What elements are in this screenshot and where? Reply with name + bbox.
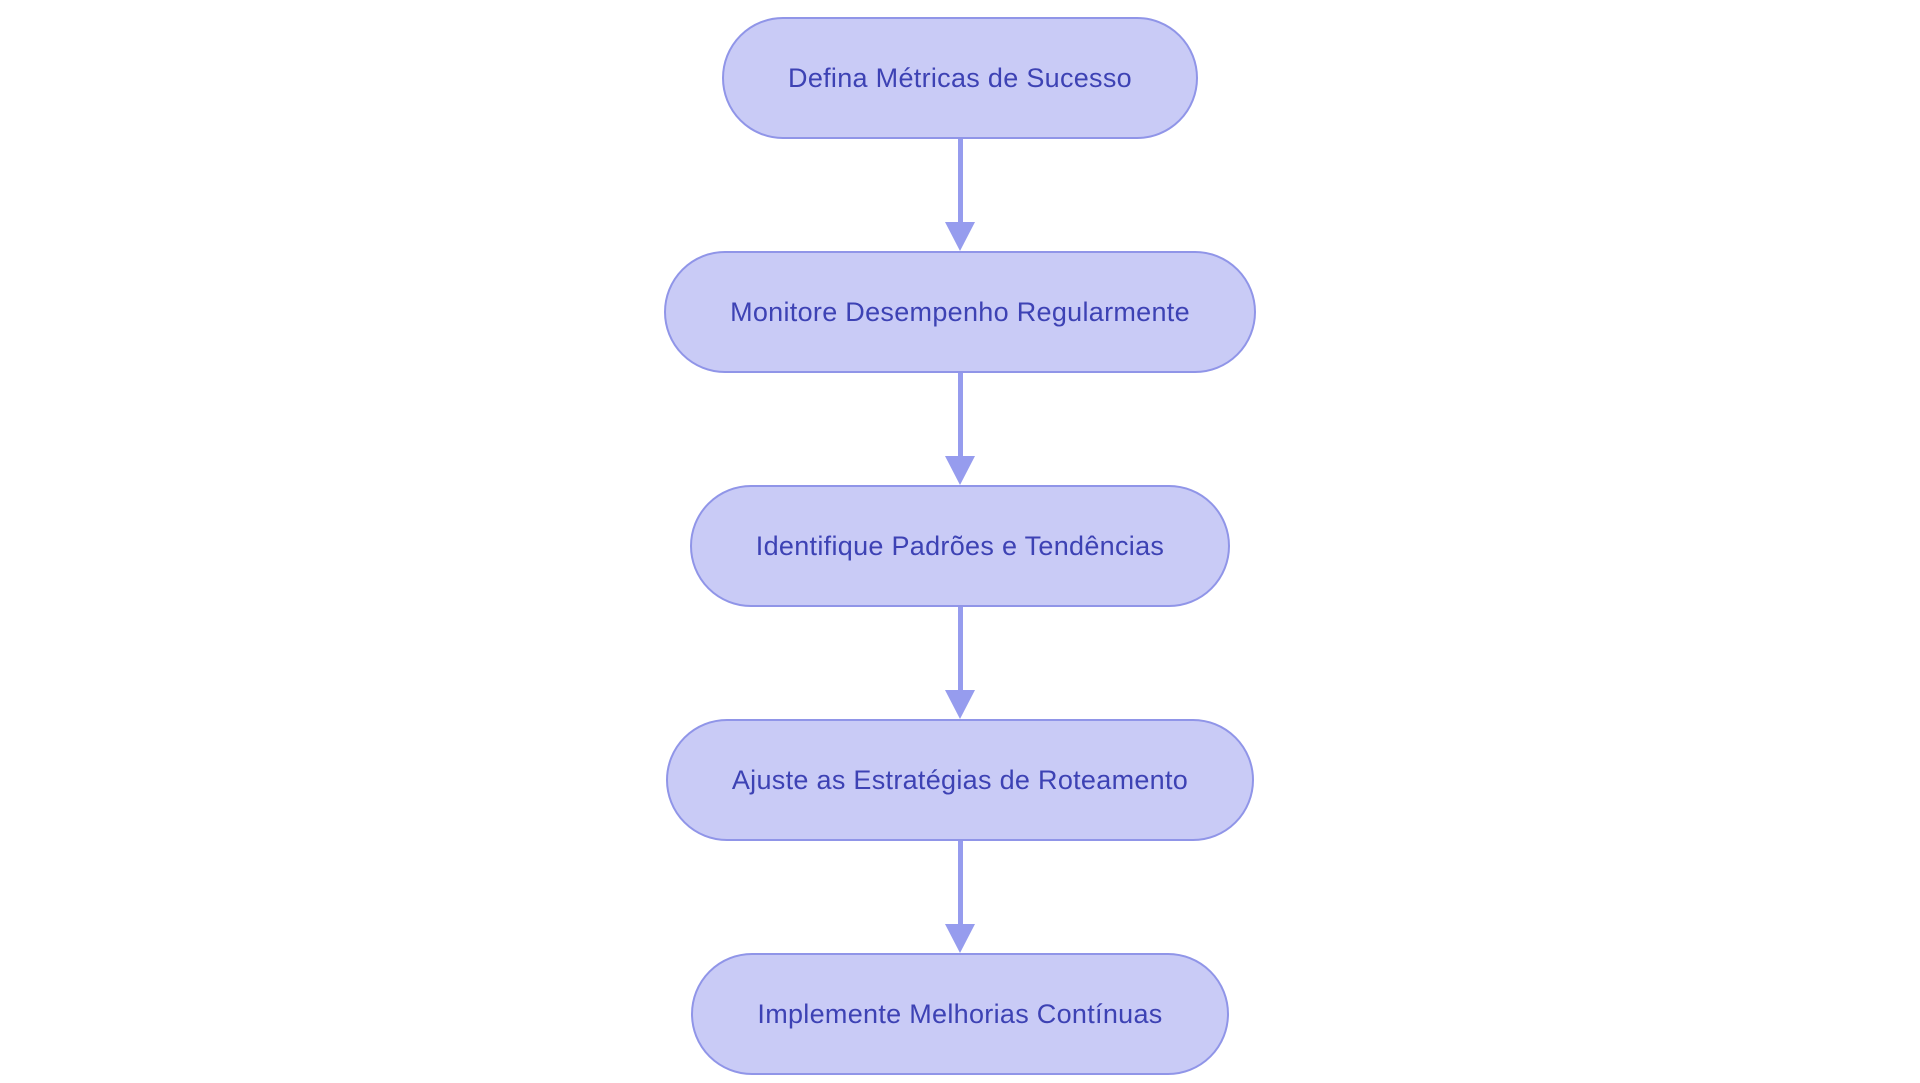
arrow-head bbox=[945, 222, 975, 251]
arrow-shaft bbox=[957, 607, 963, 690]
arrow-shaft bbox=[957, 841, 963, 924]
down-arrow-icon bbox=[944, 139, 976, 251]
arrow-head bbox=[945, 456, 975, 485]
flow-node-identifique-padroes: Identifique Padrões e Tendências bbox=[689, 485, 1231, 607]
flow-node-implemente-melhorias: Implemente Melhorias Contínuas bbox=[691, 953, 1229, 1075]
flow-node-defina-metricas: Defina Métricas de Sucesso bbox=[722, 17, 1198, 139]
arrow-shaft bbox=[957, 373, 963, 456]
down-arrow-icon bbox=[944, 841, 976, 953]
down-arrow-icon bbox=[944, 373, 976, 485]
arrow-head bbox=[945, 924, 975, 953]
down-arrow-icon bbox=[944, 607, 976, 719]
flow-node-ajuste-estrategias: Ajuste as Estratégias de Roteamento bbox=[665, 719, 1255, 841]
flow-node-monitore-desempenho: Monitore Desempenho Regularmente bbox=[664, 251, 1256, 373]
arrow-head bbox=[945, 690, 975, 719]
arrow-shaft bbox=[957, 139, 963, 222]
